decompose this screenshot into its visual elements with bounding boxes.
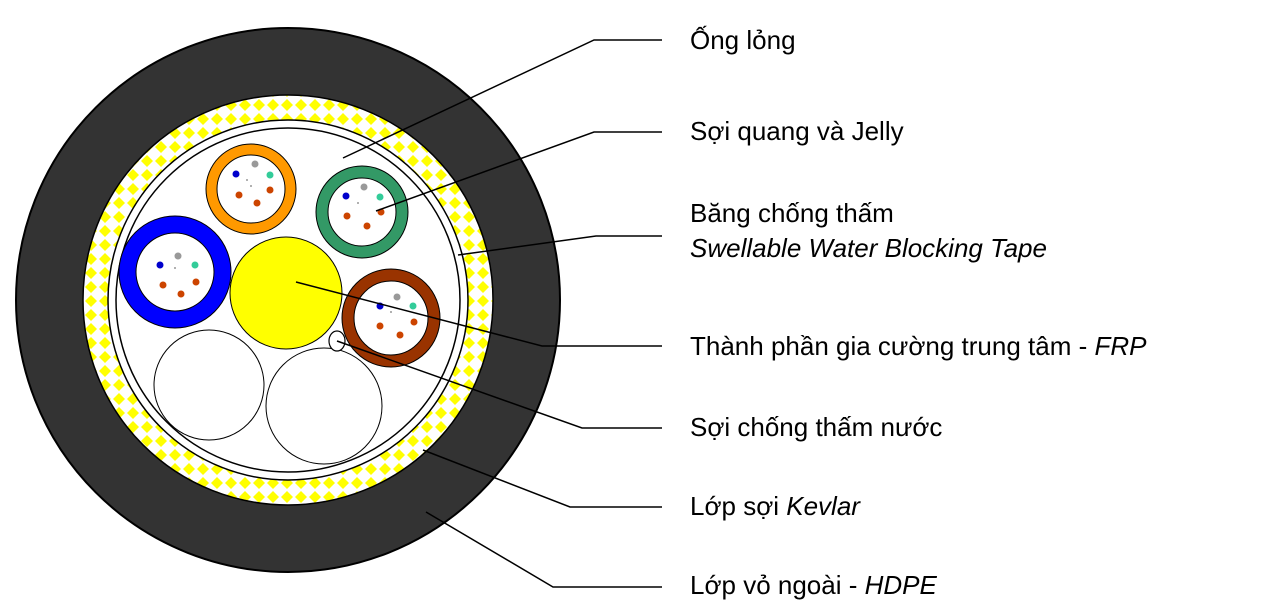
fiber [174, 252, 182, 260]
fiber [357, 202, 359, 204]
fiber [235, 191, 243, 199]
fiber [410, 318, 418, 326]
filler-rod [153, 329, 265, 441]
label-jacket-abbr: HDPE [865, 570, 938, 600]
fiber [253, 199, 261, 207]
fiber [409, 302, 417, 310]
filler-rod [265, 347, 383, 465]
label-water-yarn: Sợi chống thấm nước [690, 412, 942, 442]
brown-tube [341, 268, 441, 368]
fiber [250, 185, 252, 187]
leader-line-fiber-jelly [375, 131, 662, 212]
fiber [393, 293, 401, 301]
leader-line-tape [457, 235, 662, 256]
fiber [266, 186, 274, 194]
label-kevlar: Lớp sợi Kevlar [690, 491, 861, 521]
leader-line-jacket [425, 511, 662, 588]
leader-line-water-yarn [336, 340, 662, 429]
fiber [376, 322, 384, 330]
leader-line-loose-tube [342, 39, 662, 159]
label-kevlar-name: Kevlar [786, 491, 861, 521]
fiber [246, 179, 248, 181]
central-strength-member-frp [229, 236, 343, 350]
label-strength-member: Thành phần gia cường trung tâm - FRP [690, 331, 1147, 361]
label-tape-en: Swellable Water Blocking Tape [690, 233, 1047, 263]
label-jacket: Lớp vỏ ngoài - HDPE [690, 570, 938, 600]
fiber [177, 290, 185, 298]
green-tube [315, 165, 409, 259]
fiber [390, 311, 392, 313]
fiber [360, 183, 368, 191]
label-jacket-text: Lớp vỏ ngoài - [690, 570, 865, 600]
label-strength-member-abbr: FRP [1094, 331, 1147, 361]
leader-line-kevlar [422, 449, 662, 508]
fiber [342, 192, 350, 200]
fiber [232, 170, 240, 178]
fiber [174, 267, 176, 269]
fiber [343, 212, 351, 220]
label-kevlar-text: Lớp sợi [690, 491, 786, 521]
fiber [159, 281, 167, 289]
label-loose-tube: Ống lỏng [690, 25, 796, 55]
fiber [156, 261, 164, 269]
fiber [376, 193, 384, 201]
label-tape-vi: Băng chống thấm [690, 198, 894, 228]
fiber [396, 331, 404, 339]
label-strength-member-text: Thành phần gia cường trung tâm - [690, 331, 1094, 361]
fiber [266, 171, 274, 179]
fiber [363, 222, 371, 230]
fiber [251, 160, 259, 168]
fiber [192, 278, 200, 286]
leader-line-strength-member [295, 281, 662, 347]
blue-tube [118, 215, 232, 329]
fiber [191, 261, 199, 269]
orange-tube [205, 143, 297, 235]
label-fiber-jelly: Sợi quang và Jelly [690, 116, 904, 146]
